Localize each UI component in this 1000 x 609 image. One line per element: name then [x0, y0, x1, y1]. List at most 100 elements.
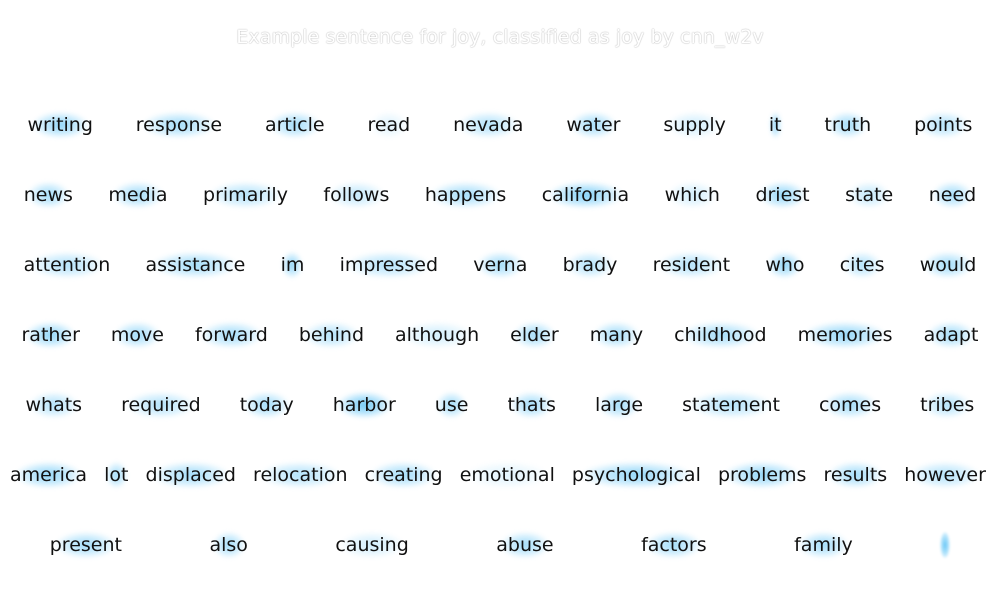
word-token: it: [769, 105, 782, 145]
word-token: truth: [824, 105, 871, 145]
word-token: need: [929, 175, 976, 215]
word-token: state: [845, 175, 893, 215]
word-text: today: [239, 394, 294, 416]
word-text: comes: [818, 394, 882, 416]
word-token: verna: [473, 245, 527, 285]
word-token: problems: [718, 455, 806, 495]
word-token: supply: [663, 105, 726, 145]
word-text: impressed: [339, 254, 439, 276]
word-token: childhood: [674, 315, 767, 355]
word-text: elder: [510, 324, 559, 346]
word-row: news media primarily follows happens californ…: [0, 160, 1000, 230]
word-text: family: [794, 534, 853, 556]
word-text: displaced: [145, 464, 236, 486]
word-token: factors: [641, 525, 707, 565]
word-row: whats required today harbor use thats large sta…: [0, 370, 1000, 440]
word-text: cites: [839, 254, 885, 276]
word-text: thats: [507, 394, 556, 416]
word-token: displaced: [146, 455, 236, 495]
word-token: forward: [195, 315, 268, 355]
word-token: response: [136, 105, 222, 145]
word-token: thats: [507, 385, 556, 425]
word-token: water: [566, 105, 620, 145]
word-text: abuse: [496, 534, 554, 556]
word-token: present: [50, 525, 122, 565]
word-token: writing: [27, 105, 93, 145]
word-token: happens: [425, 175, 506, 215]
word-token: statement: [682, 385, 780, 425]
word-text: it: [768, 114, 782, 136]
word-text: response: [135, 114, 223, 136]
word-text: emotional: [459, 464, 555, 486]
word-text: news: [23, 184, 73, 206]
word-text: im: [280, 254, 305, 276]
word-token: creating: [365, 455, 443, 495]
word-token: would: [920, 245, 976, 285]
word-text: follows: [323, 184, 390, 206]
word-text: lot: [104, 464, 129, 486]
word-text: harbor: [332, 394, 396, 416]
word-token: harbor: [333, 385, 396, 425]
word-token: memories: [798, 315, 893, 355]
word-text: water: [566, 114, 621, 136]
word-token: psychological: [572, 455, 701, 495]
word-token: also: [209, 525, 248, 565]
word-token: move: [111, 315, 164, 355]
word-token: emotional: [460, 455, 555, 495]
word-text: california: [541, 184, 630, 206]
word-token: im: [280, 245, 305, 285]
word-token: attention: [23, 245, 111, 285]
word-text: although: [395, 324, 480, 346]
word-token: brady: [562, 245, 618, 285]
word-token: results: [824, 455, 887, 495]
word-token: driest: [755, 175, 810, 215]
word-token: points: [914, 105, 972, 145]
word-token: use: [434, 385, 469, 425]
word-token: required: [121, 385, 201, 425]
word-text: media: [108, 184, 168, 206]
figure-title: Example sentence for joy, classified as …: [236, 26, 764, 48]
word-token: relocation: [253, 455, 348, 495]
word-text: points: [914, 114, 973, 136]
word-text: whats: [25, 394, 83, 416]
word-row: writing response article read nevada water sup…: [0, 90, 1000, 160]
word-token: primarily: [203, 175, 288, 215]
word-text: rather: [21, 324, 80, 346]
word-text: which: [664, 184, 720, 206]
word-text: truth: [824, 114, 872, 136]
word-text: writing: [27, 114, 93, 136]
word-text: many: [589, 324, 644, 346]
word-token: comes: [819, 385, 881, 425]
word-text: assistance: [145, 254, 246, 276]
word-text: america: [10, 464, 88, 486]
word-text: memories: [797, 324, 893, 346]
word-token: america: [10, 455, 87, 495]
word-token: causing: [335, 525, 409, 565]
word-text: also: [209, 534, 248, 556]
word-text: large: [594, 394, 644, 416]
word-text: who: [765, 254, 805, 276]
word-text: article: [264, 114, 325, 136]
word-text: relocation: [253, 464, 348, 486]
word-token: family: [794, 525, 853, 565]
word-text: use: [434, 394, 469, 416]
word-text: read: [367, 114, 411, 136]
word-text: nevada: [453, 114, 524, 136]
word-text: factors: [641, 534, 707, 556]
highlighted-sentence: writing response article read nevada water sup…: [0, 90, 1000, 580]
word-text: brady: [562, 254, 618, 276]
word-text: however: [904, 464, 986, 486]
word-text: supply: [663, 114, 726, 136]
word-text: resident: [652, 254, 731, 276]
word-token: rather: [21, 315, 80, 355]
word-text: required: [121, 394, 201, 416]
word-token: article: [265, 105, 325, 145]
word-text: tribes: [920, 394, 975, 416]
word-token: who: [765, 245, 805, 285]
word-token: read: [367, 105, 410, 145]
word-text: adapt: [923, 324, 979, 346]
word-token: which: [665, 175, 720, 215]
word-text: attention: [23, 254, 111, 276]
word-text: childhood: [674, 324, 767, 346]
